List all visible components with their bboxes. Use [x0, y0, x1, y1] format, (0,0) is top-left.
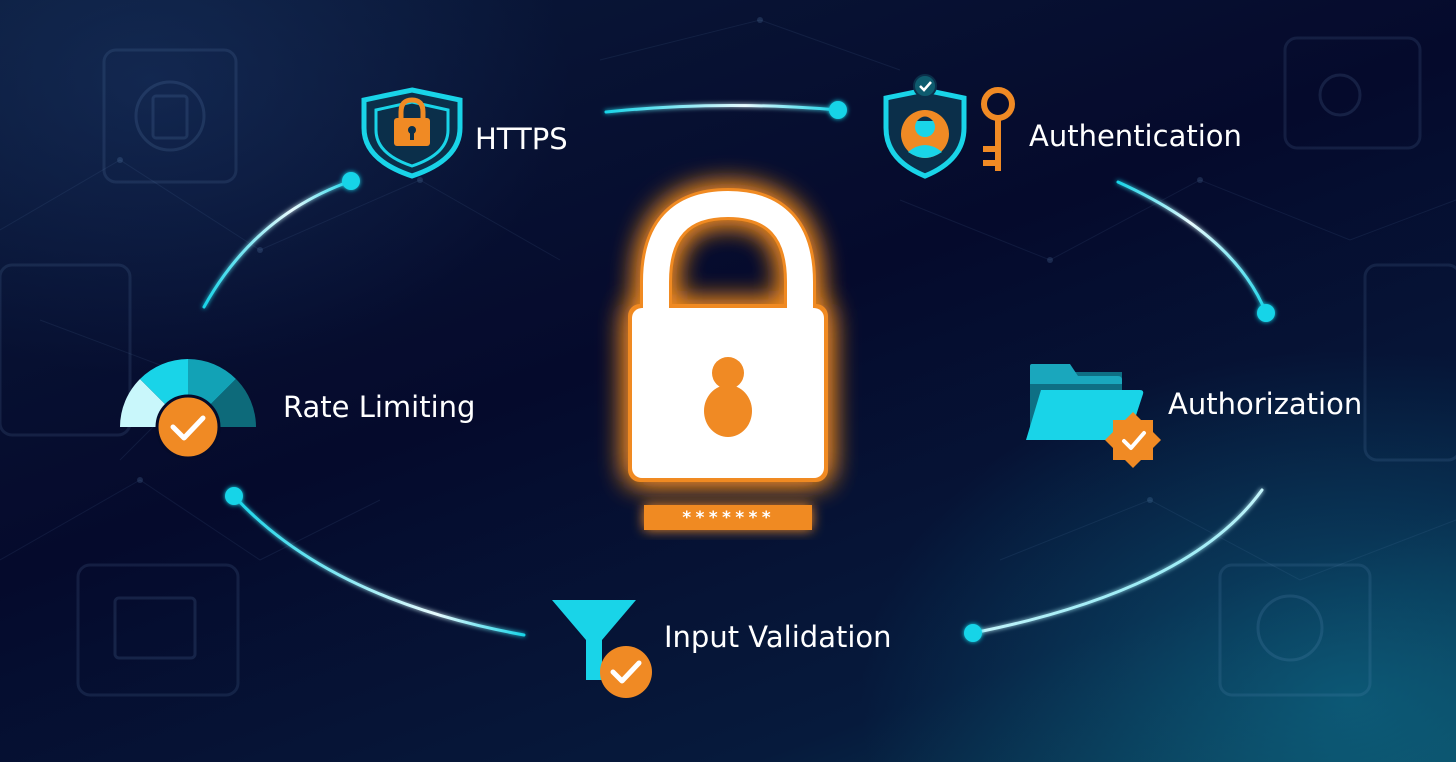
connector-dot	[342, 172, 360, 190]
connector-dot	[964, 624, 982, 642]
authorization-label: Authorization	[1168, 387, 1363, 421]
arc-authentication-authorization	[1116, 180, 1268, 315]
padlock-icon	[628, 187, 828, 530]
rate-limiting-label: Rate Limiting	[283, 390, 476, 424]
connector-dot	[1257, 304, 1275, 322]
shield-lock-icon	[361, 87, 463, 179]
shield-user-key-icon	[883, 74, 1015, 179]
arc-authorization-inputvalidation	[971, 488, 1264, 635]
input-validation-label: Input Validation	[664, 620, 892, 654]
password-bar	[644, 505, 812, 530]
connector-dot	[225, 487, 243, 505]
arc-https-authentication	[604, 103, 840, 114]
funnel-check-icon	[552, 600, 652, 698]
https-label: HTTPS	[475, 122, 568, 156]
folder-gear-icon	[1026, 364, 1161, 468]
password-mask: *******	[681, 508, 775, 528]
arc-inputvalidation-ratelimiting	[232, 494, 526, 637]
authentication-label: Authentication	[1029, 119, 1242, 153]
gauge-check-icon	[120, 359, 256, 460]
arc-ratelimiting-https	[202, 179, 353, 309]
connector-dot	[829, 101, 847, 119]
